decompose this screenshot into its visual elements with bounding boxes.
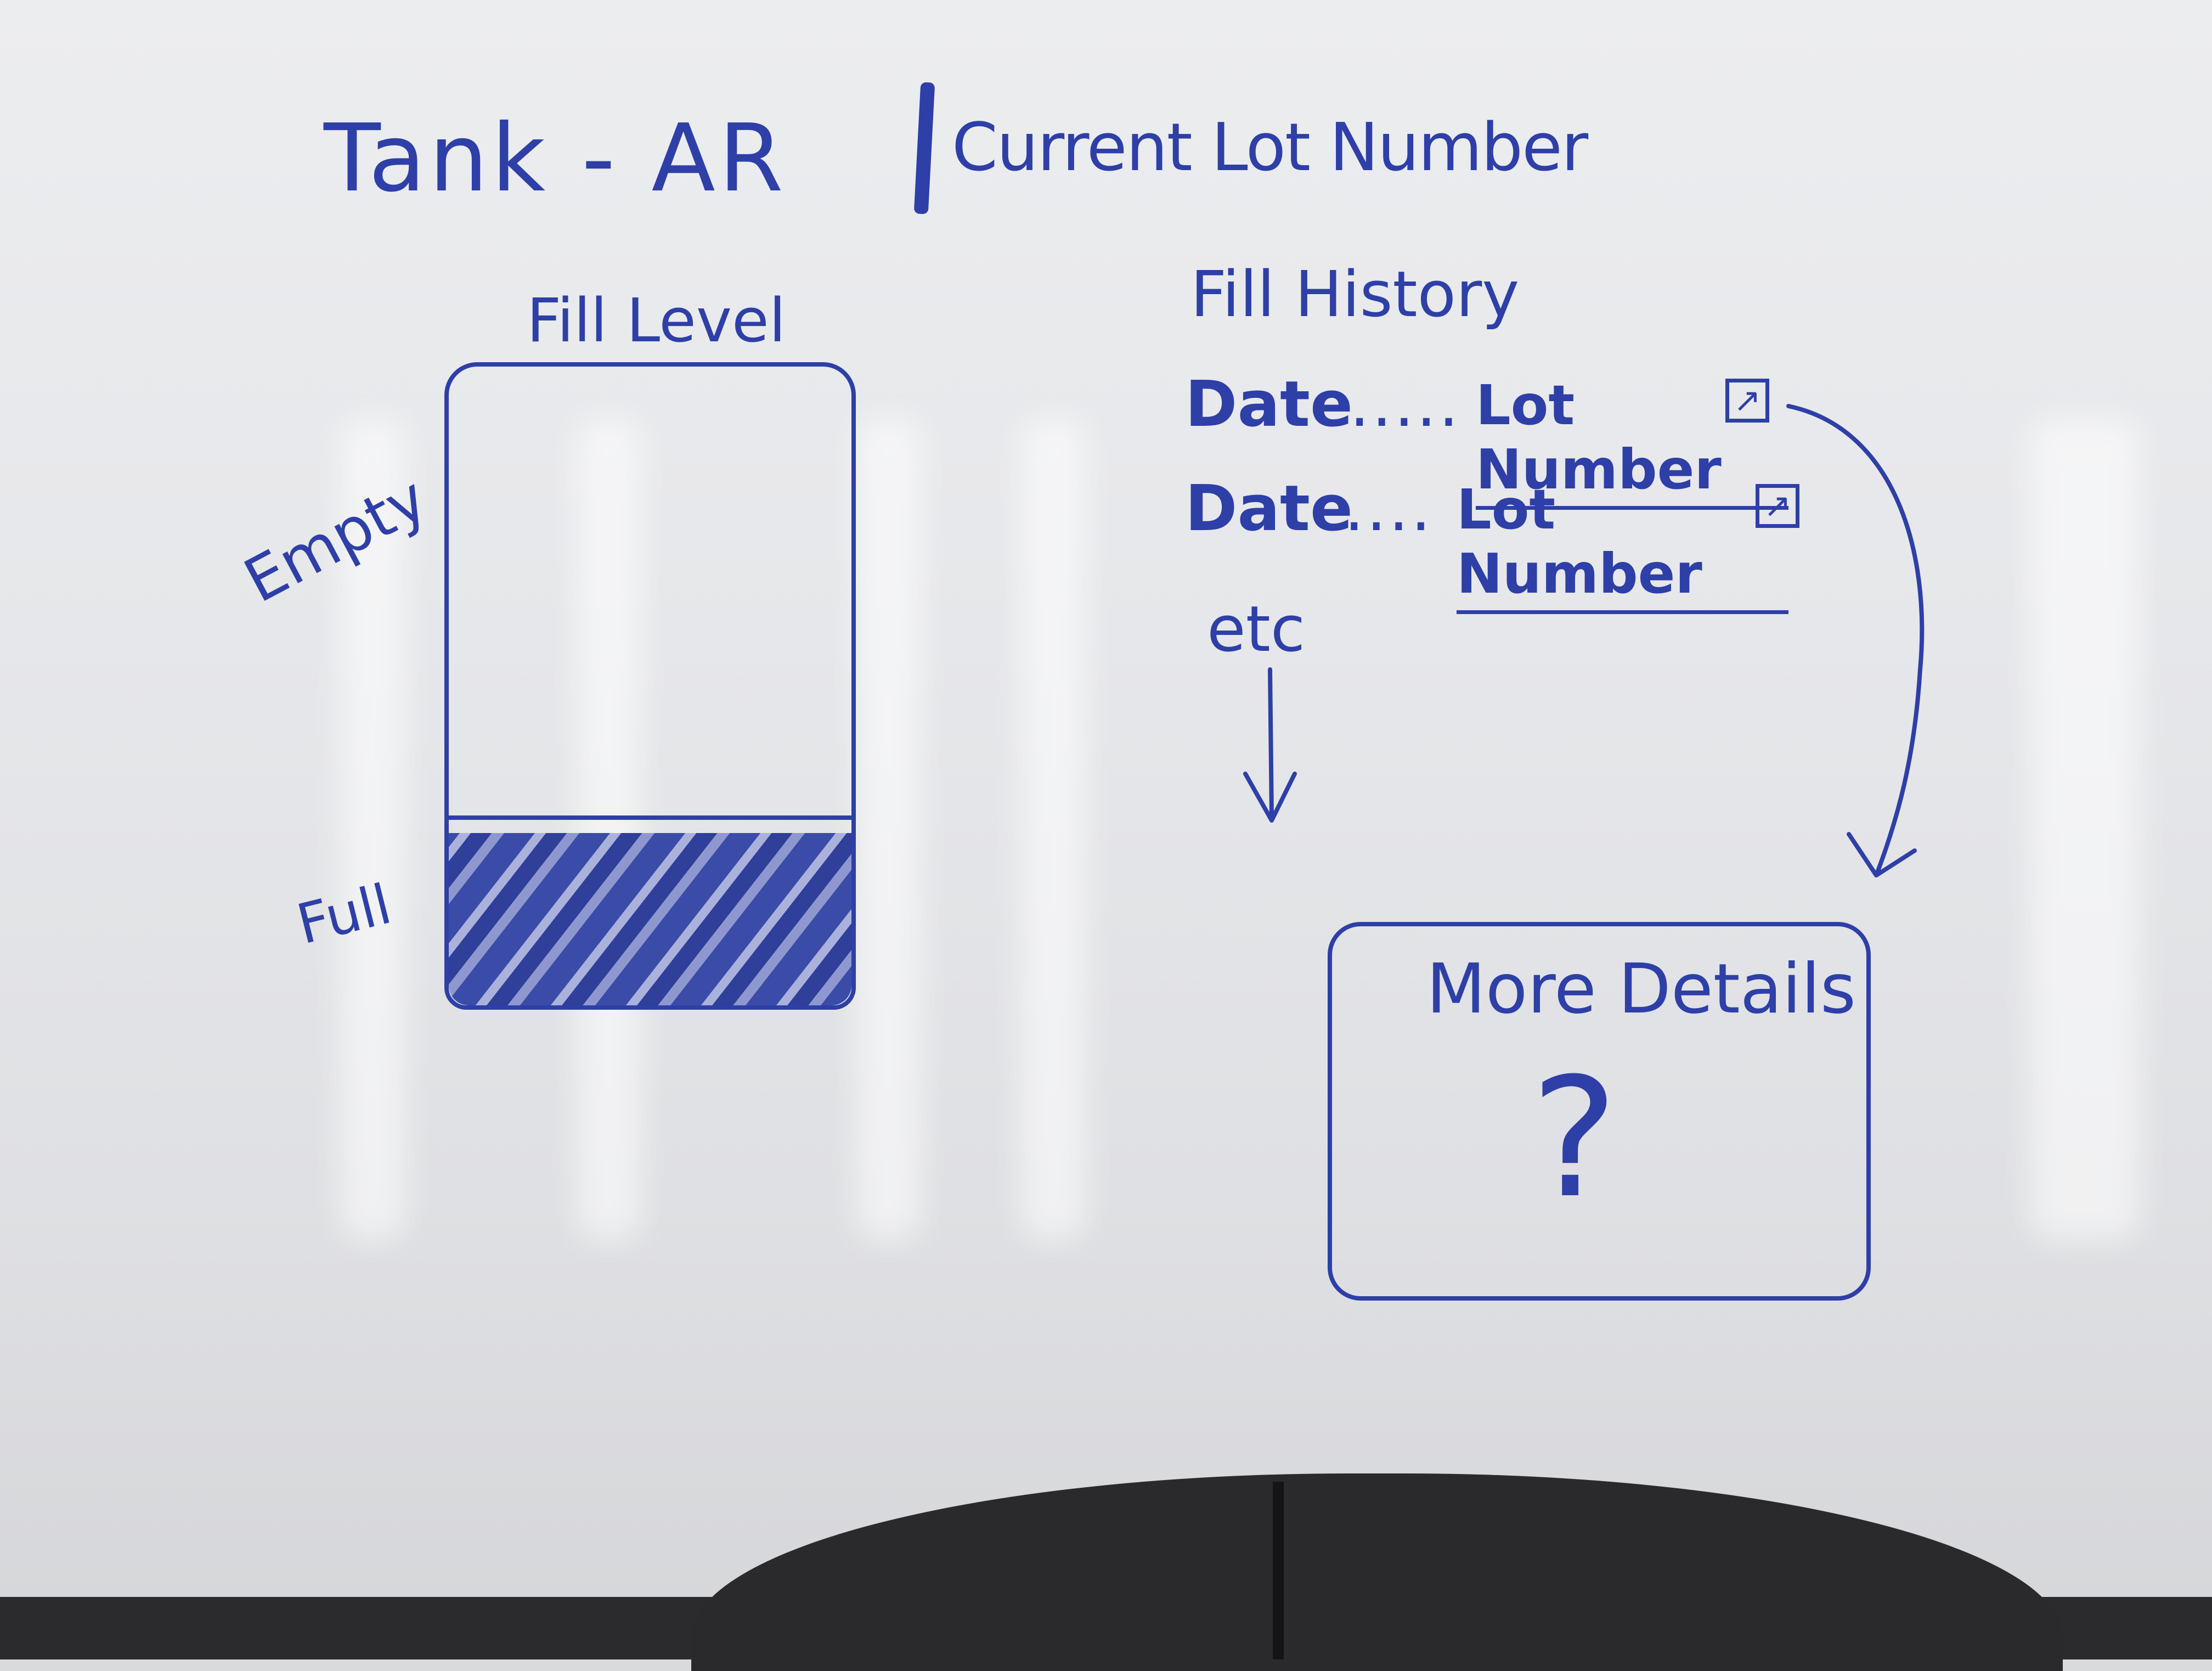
- whiteboard: [0, 0, 2212, 1597]
- lot-number-link[interactable]: Lot Number: [1457, 477, 1788, 614]
- down-arrow-icon: [1243, 667, 1297, 823]
- lot-number-link[interactable]: Lot Number: [1476, 373, 1788, 510]
- question-mark-placeholder: ?: [1531, 1043, 1618, 1234]
- curved-arrow-icon: [1786, 404, 1925, 877]
- history-date: Date: [1185, 368, 1353, 441]
- tank-fill-gauge: [444, 362, 856, 1010]
- fill-level-line: [449, 815, 851, 820]
- more-details-title: More Details: [1426, 949, 1856, 1029]
- external-link-icon[interactable]: ↗: [1725, 379, 1769, 423]
- jacket-zipper: [1273, 1482, 1284, 1659]
- history-separator: .....: [1350, 368, 1461, 441]
- light-glare: [576, 417, 642, 1240]
- history-row: Date .... Lot Number ↗: [1185, 472, 1799, 614]
- history-separator: ....: [1344, 472, 1434, 545]
- external-link-icon[interactable]: ↗: [1756, 484, 1799, 528]
- history-row: Date ..... Lot Number ↗: [1185, 368, 1788, 510]
- fill-level-fill: [449, 832, 851, 1005]
- history-date: Date: [1185, 472, 1353, 545]
- fill-history-heading: Fill History: [1190, 258, 1520, 331]
- page-title: Tank - AR: [324, 104, 787, 213]
- more-details-panel[interactable]: [1328, 922, 1871, 1301]
- current-lot-number-title: Current Lot Number: [952, 110, 1588, 186]
- light-glare: [1020, 417, 1086, 1240]
- light-glare: [340, 417, 406, 1240]
- fill-level-heading: Fill Level: [527, 285, 786, 356]
- light-glare: [2030, 417, 2140, 1240]
- light-glare: [856, 417, 922, 1240]
- etc-label: etc: [1207, 593, 1306, 666]
